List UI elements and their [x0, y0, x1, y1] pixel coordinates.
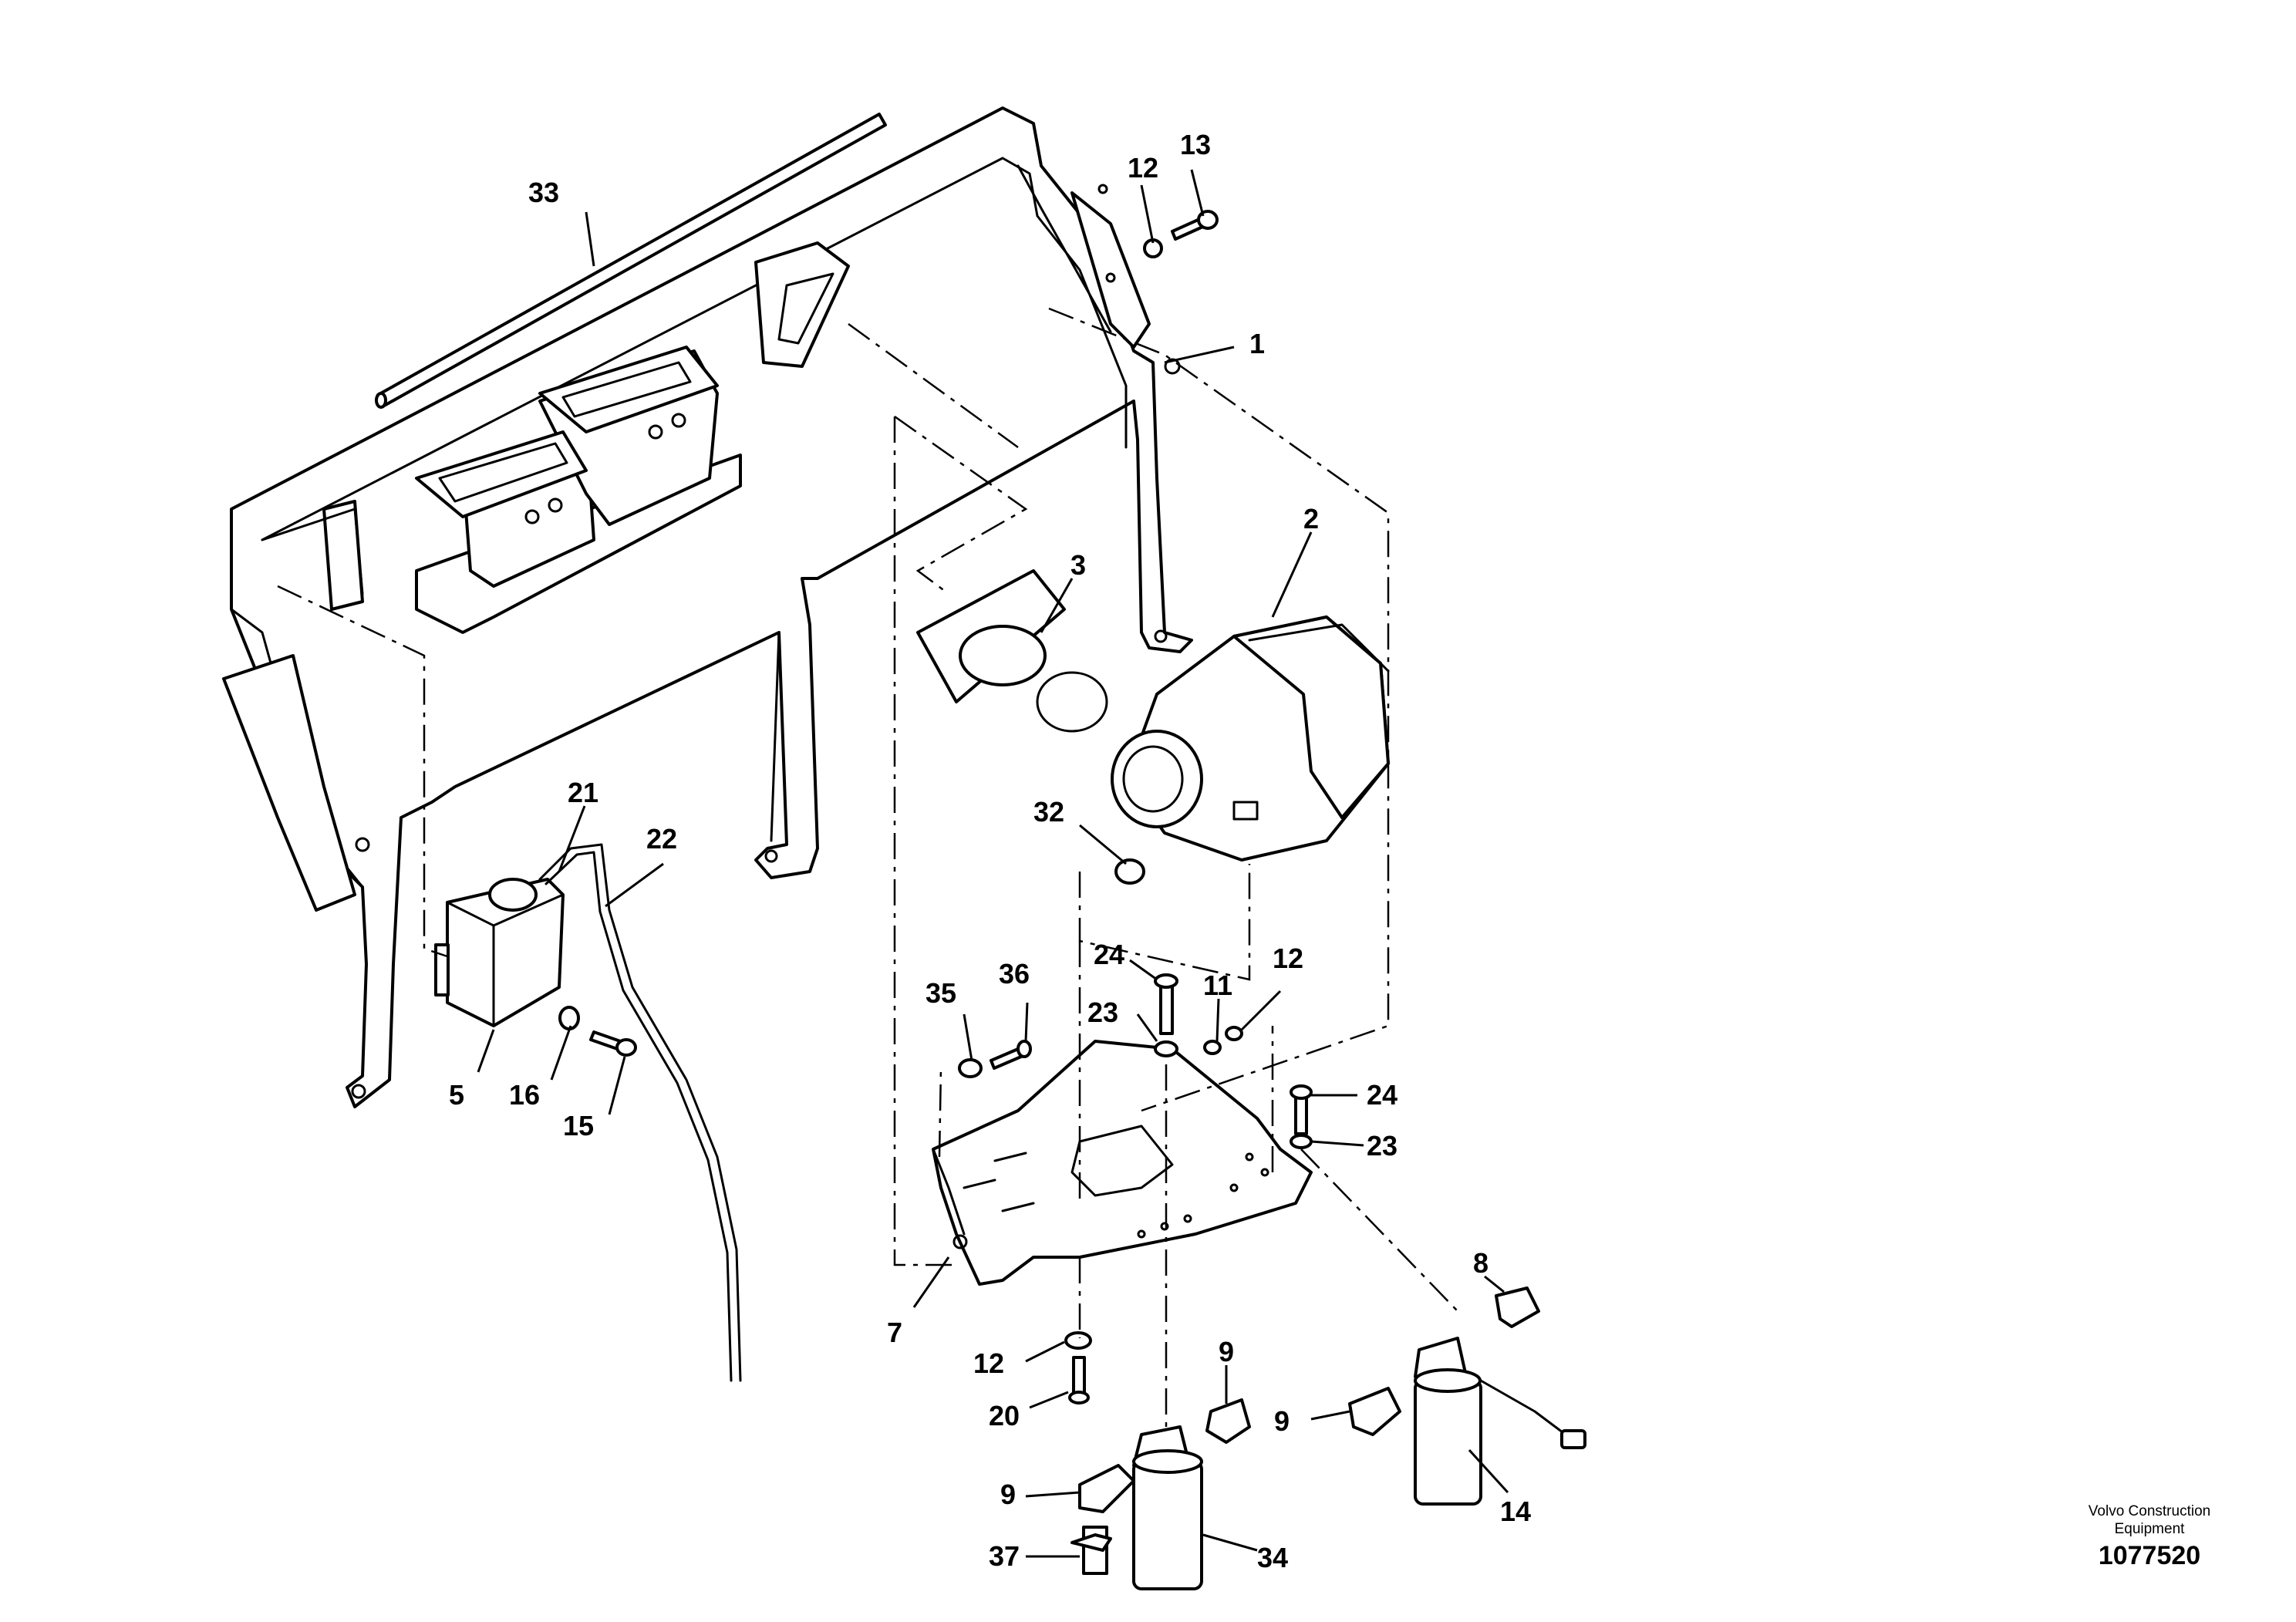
callout-37: 37	[989, 1540, 1020, 1572]
leader-lines	[477, 169, 1509, 1558]
callout-2: 2	[1303, 503, 1319, 534]
callout-32: 32	[1033, 796, 1064, 828]
fuel-filter-34	[1070, 1398, 1251, 1590]
grab-rail-rod	[375, 113, 887, 409]
callout-16: 16	[509, 1079, 540, 1111]
plate-fasteners	[958, 973, 1313, 1404]
callout-11: 11	[1203, 969, 1232, 1001]
callout-9-left: 9	[1000, 1479, 1016, 1510]
publisher-block: Volvo Construction Equipment 1077520	[2049, 1502, 2250, 1571]
air-filter-housing	[1111, 615, 1390, 862]
fuel-filter-14	[1348, 1286, 1586, 1506]
callout-12-mid: 12	[1273, 943, 1303, 974]
callout-23-left: 23	[1087, 996, 1118, 1028]
callout-22: 22	[646, 823, 677, 855]
rear-cover-panel	[222, 106, 1193, 1108]
callout-24-left: 24	[1094, 939, 1124, 970]
brand-line-2: Equipment	[2114, 1521, 2185, 1537]
callout-13: 13	[1180, 129, 1211, 160]
callout-12-top: 12	[1128, 152, 1158, 184]
tank-fasteners	[558, 1006, 637, 1057]
washer-hose	[538, 843, 742, 1382]
drawing-number: 1077520	[2098, 1541, 2201, 1570]
brand-line-1: Volvo Construction	[2088, 1503, 2211, 1519]
callout-14: 14	[1500, 1496, 1531, 1527]
intake-adapter	[916, 569, 1108, 733]
callouts: 1 2 3 5 7 8 9 9 9 11 12 12 12 13 14 15 1…	[449, 129, 1531, 1573]
callout-20: 20	[989, 1400, 1020, 1431]
callout-21: 21	[568, 777, 598, 808]
callout-8: 8	[1473, 1247, 1489, 1279]
dust-valve	[1114, 858, 1145, 885]
top-bolt	[1143, 210, 1219, 258]
callout-7: 7	[887, 1317, 902, 1348]
callout-24-right: 24	[1367, 1079, 1397, 1111]
callout-15: 15	[563, 1110, 594, 1141]
duct-opening	[754, 241, 850, 368]
assembly-lines	[277, 307, 1458, 1435]
callout-5: 5	[449, 1079, 464, 1111]
callout-9-right: 9	[1274, 1405, 1290, 1437]
callout-35: 35	[925, 977, 956, 1009]
callout-3: 3	[1070, 549, 1086, 581]
relay-bracket	[415, 346, 742, 634]
callout-36: 36	[999, 958, 1030, 990]
callout-23-right: 23	[1367, 1130, 1397, 1162]
callout-9-upper: 9	[1219, 1336, 1234, 1367]
mounting-plate	[932, 1040, 1313, 1286]
callout-1: 1	[1249, 328, 1265, 359]
callout-12-bottom: 12	[973, 1347, 1004, 1379]
callout-33: 33	[528, 177, 559, 208]
callout-34: 34	[1257, 1542, 1288, 1573]
washer-fluid-reservoir	[434, 878, 565, 1027]
